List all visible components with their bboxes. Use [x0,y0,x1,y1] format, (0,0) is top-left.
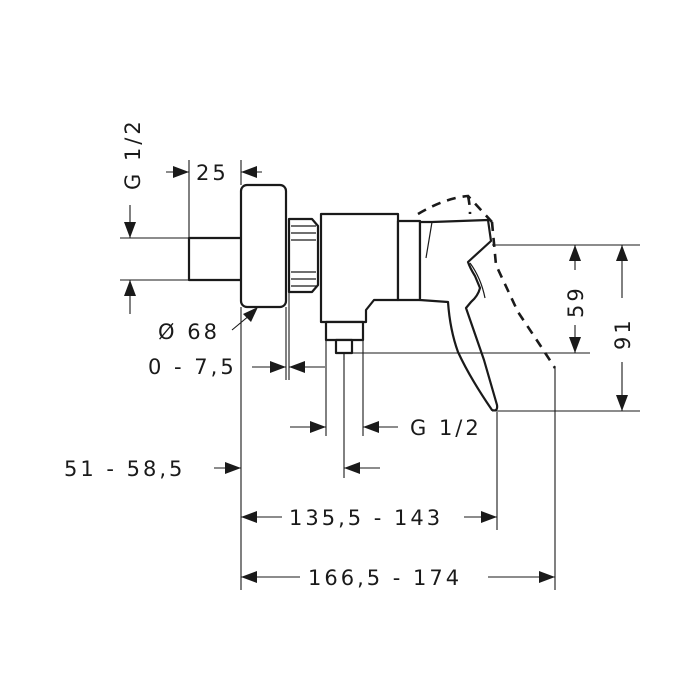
wall-rosette [239,183,288,309]
arrow-right [173,166,189,178]
inlet-pipe [187,236,246,282]
mixer-body-geometry [187,183,557,412]
cartridge-collar [396,219,422,302]
label-lever-height: 59 [564,285,588,318]
lever-handle [418,218,499,412]
label-body-length: 135,5 - 143 [289,506,443,530]
lever-alt-sweep [490,221,557,369]
label-total-length: 166,5 - 174 [308,566,462,590]
outlet-spout [324,320,365,342]
extension-lines [120,160,640,590]
label-rosette-depth: 25 [196,161,229,185]
arrow-down [124,222,136,238]
arrow-up [124,280,136,296]
label-adjust-range: 0 - 7,5 [148,355,237,379]
label-inlet-thread: G 1/2 [121,118,145,190]
arrow-left [241,166,257,178]
label-total-height: 91 [611,317,635,350]
label-wall-to-axis: 51 - 58,5 [64,457,185,481]
outlet-nipple [334,338,354,355]
lever-alt-position [417,194,493,223]
arrow-leader [243,307,258,322]
dimension-lines [124,166,628,583]
valve-body [319,212,400,324]
label-outlet-thread: G 1/2 [410,416,482,440]
connection-nut [287,217,320,294]
label-rosette-diameter: Ø 68 [158,320,220,344]
dimension-labels: 25 G 1/2 Ø 68 0 - 7,5 G 1/2 51 - 58,5 13… [64,118,635,590]
